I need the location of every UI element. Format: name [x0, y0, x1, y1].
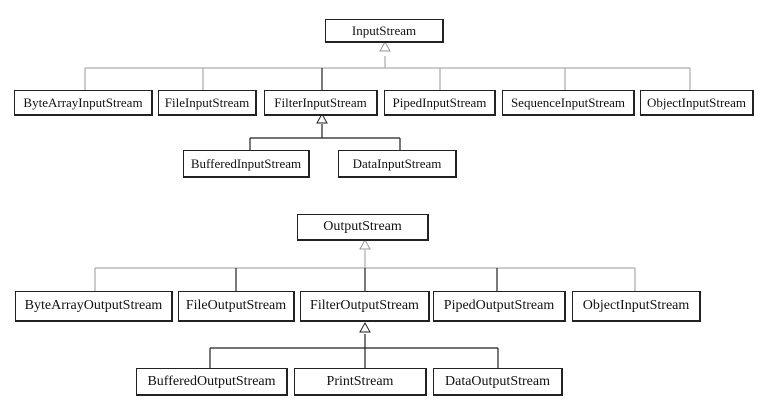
- class-printstream: PrintStream: [294, 368, 427, 396]
- output-filter-connectors: [209, 334, 499, 368]
- class-filteroutputstream: FilterOutputStream: [300, 291, 430, 322]
- class-bufferedinputstream: BufferedInputStream: [183, 150, 310, 178]
- class-bytearrayinputstream: ByteArrayInputStream: [14, 90, 153, 116]
- class-filterinputstream: FilterInputStream: [264, 90, 378, 116]
- class-objectinputstream-in: ObjectInputStream: [640, 90, 754, 116]
- class-pipedoutputstream: PipedOutputStream: [433, 291, 566, 322]
- input-connectors: [84, 56, 691, 90]
- output-filter-arrowhead: [359, 321, 371, 333]
- input-filter-arrowhead: [316, 112, 328, 124]
- input-filter-connectors: [249, 68, 401, 150]
- class-inputstream: InputStream: [325, 19, 444, 43]
- class-pipedinputstream: PipedInputStream: [384, 90, 496, 116]
- class-objectinputstream-out: ObjectInputStream: [572, 291, 701, 322]
- class-fileoutputstream: FileOutputStream: [178, 291, 295, 322]
- class-outputstream: OutputStream: [297, 214, 429, 241]
- class-sequenceinputstream: SequenceInputStream: [502, 90, 635, 116]
- output-root-arrowhead: [359, 238, 371, 250]
- input-root-arrowhead: [379, 40, 391, 52]
- class-datainputstream: DataInputStream: [338, 150, 457, 178]
- class-fileinputstream: FileInputStream: [158, 90, 257, 116]
- class-bufferedoutputstream: BufferedOutputStream: [136, 368, 288, 396]
- output-main-connectors: [235, 268, 498, 291]
- class-bytearrayoutputstream: ByteArrayOutputStream: [15, 291, 173, 322]
- class-dataoutputstream: DataOutputStream: [433, 368, 563, 396]
